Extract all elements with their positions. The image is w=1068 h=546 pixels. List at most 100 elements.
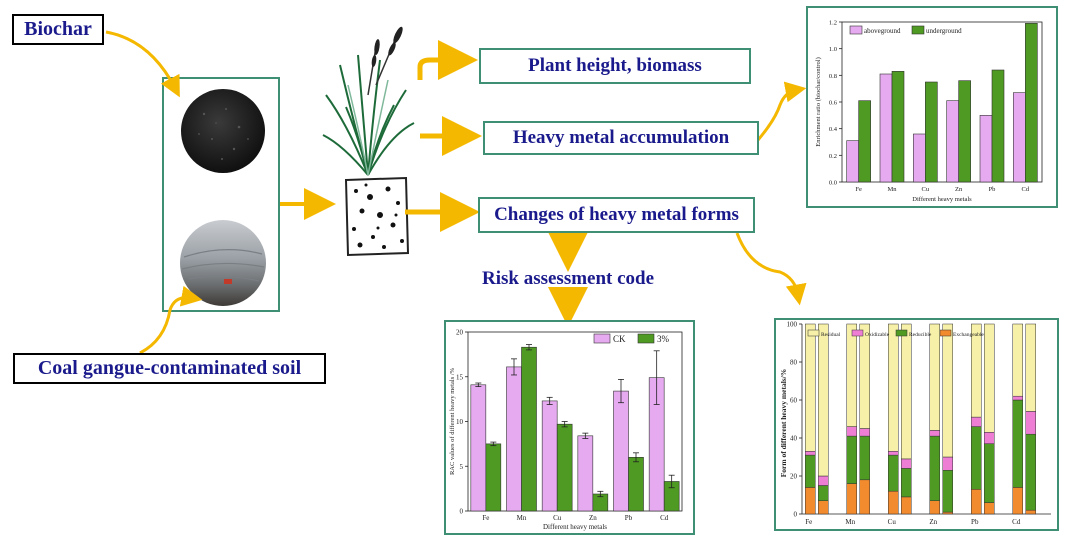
biochar-label: Biochar: [12, 14, 104, 45]
x-tick-label: Mn: [517, 514, 527, 522]
bar-segment-Exchangeable-Cd: [1012, 487, 1023, 515]
bar-segment-Exchangeable-Cu: [901, 496, 912, 515]
plant-height-box: Plant height, biomass: [479, 48, 751, 84]
bar-segment-Residual-Fe: [805, 323, 816, 452]
bar-segment-Reducible-Cu: [888, 454, 899, 492]
y-tick-label: 80: [790, 359, 798, 367]
legend-swatch-Exchangeable: [939, 329, 952, 337]
legend-label-3%: 3%: [657, 334, 670, 344]
y-tick-label: 0: [460, 508, 464, 516]
biochar-texture: [198, 108, 249, 160]
legend-swatch-underground: [911, 25, 925, 35]
bar-segment-Reducible-Fe: [818, 485, 829, 501]
bar-aboveground-Pb: [979, 115, 993, 183]
x-tick-label: Fe: [805, 518, 812, 526]
bar-CK-Mn: [506, 366, 522, 512]
x-tick-label: Cu: [922, 186, 930, 193]
bar-segment-Oxidizable-Cu: [901, 458, 912, 469]
sample-images-panel: [162, 77, 280, 312]
arrow-to-forms-chart: [735, 232, 807, 306]
plot-frame: [841, 21, 1043, 183]
y-tick-label: 1.0: [829, 46, 837, 53]
legend-swatch-3%: [637, 333, 655, 344]
bar-segment-Oxidizable-Mn: [846, 426, 857, 437]
bar-underground-Pb: [991, 69, 1005, 183]
bar-segment-Exchangeable-Cu: [888, 490, 899, 515]
sample-images: [180, 89, 266, 306]
bar-3%-Pb: [628, 457, 644, 512]
legend-label-CK: CK: [613, 334, 626, 344]
bar-segment-Residual-Cu: [901, 323, 912, 460]
bar-segment-Reducible-Cu: [901, 468, 912, 498]
x-tick-label: Cd: [1022, 186, 1030, 193]
bar-segment-Exchangeable-Fe: [805, 487, 816, 515]
y-tick-label: 5: [460, 463, 464, 471]
bar-aboveground-Cu: [913, 133, 926, 183]
bar-aboveground-Mn: [879, 73, 893, 183]
bar-segment-Residual-Pb: [971, 323, 982, 418]
x-tick-label: Pb: [625, 514, 633, 522]
arrow-plant-height: [417, 40, 478, 80]
x-tick-label: Fe: [855, 186, 862, 193]
legend-label-underground: underground: [926, 27, 962, 35]
bar-segment-Residual-Mn: [846, 323, 857, 427]
bar-segment-Reducible-Pb: [984, 443, 995, 503]
bar-aboveground-Cd: [1013, 92, 1026, 183]
y-tick-label: 100: [787, 321, 798, 329]
bar-segment-Residual-Cd: [1025, 323, 1036, 412]
bar-underground-Cu: [925, 81, 938, 183]
bar-segment-Reducible-Mn: [846, 435, 857, 484]
changes-forms-box: Changes of heavy metal forms: [478, 197, 755, 233]
bar-segment-Reducible-Mn: [859, 435, 870, 481]
y-tick-label: 60: [790, 397, 798, 405]
x-tick-label: Cd: [1012, 518, 1021, 526]
legend-swatch-Reducible: [895, 329, 908, 337]
bar-segment-Exchangeable-Pb: [971, 489, 982, 515]
legend-label-Oxidizable: Oxidizable: [865, 332, 890, 338]
bar-underground-Zn: [958, 80, 971, 183]
biochar-label-text: Biochar: [24, 18, 92, 40]
bar-segment-Exchangeable-Zn: [929, 500, 940, 515]
x-tick-label: Mn: [845, 518, 855, 526]
biochar-photo: [181, 89, 265, 173]
risk-code-label: Risk assessment code: [482, 268, 654, 290]
bar-segment-Reducible-Cd: [1025, 433, 1036, 511]
x-tick-label: Pb: [971, 518, 979, 526]
coal-gangue-label-text: Coal gangue-contaminated soil: [37, 357, 302, 379]
legend-swatch-Residual: [807, 329, 820, 337]
bar-underground-Mn: [891, 71, 905, 183]
bar-segment-Residual-Pb: [984, 323, 995, 433]
bar-segment-Oxidizable-Zn: [929, 430, 940, 437]
x-axis-label: Different heavy metals: [543, 523, 607, 531]
x-tick-label: Cu: [888, 518, 897, 526]
bar-segment-Exchangeable-Fe: [818, 500, 829, 515]
x-tick-label: Zn: [929, 518, 937, 526]
legend-swatch-Oxidizable: [851, 329, 864, 337]
legend-swatch-aboveground: [849, 25, 863, 35]
y-tick-label: 1.2: [829, 20, 837, 27]
legend-label-aboveground: aboveground: [864, 27, 901, 35]
risk-code-text: Risk assessment code: [482, 268, 655, 289]
heavy-metal-accumulation-box: Heavy metal accumulation: [483, 121, 759, 155]
arrow-to-enrichment-chart: [756, 81, 807, 141]
plant-illustration: [322, 26, 415, 257]
bar-CK-Pb: [613, 390, 629, 512]
bar-segment-Reducible-Fe: [805, 454, 816, 488]
x-tick-label: Cd: [660, 514, 669, 522]
bar-segment-Reducible-Pb: [971, 426, 982, 490]
bar-segment-Oxidizable-Pb: [971, 416, 982, 427]
y-tick-label: 20: [790, 473, 798, 481]
y-tick-label: 0.0: [829, 180, 837, 187]
bar-segment-Exchangeable-Mn: [846, 483, 857, 515]
bar-segment-Residual-Zn: [929, 323, 940, 431]
y-tick-label: 10: [456, 418, 464, 426]
arrow-coal-gangue: [139, 285, 203, 355]
bar-segment-Exchangeable-Mn: [859, 479, 870, 515]
bar-segment-Reducible-Zn: [929, 435, 940, 501]
x-tick-label: Cu: [553, 514, 562, 522]
plant-leaves: [322, 54, 415, 176]
bar-underground-Cd: [1025, 23, 1038, 183]
